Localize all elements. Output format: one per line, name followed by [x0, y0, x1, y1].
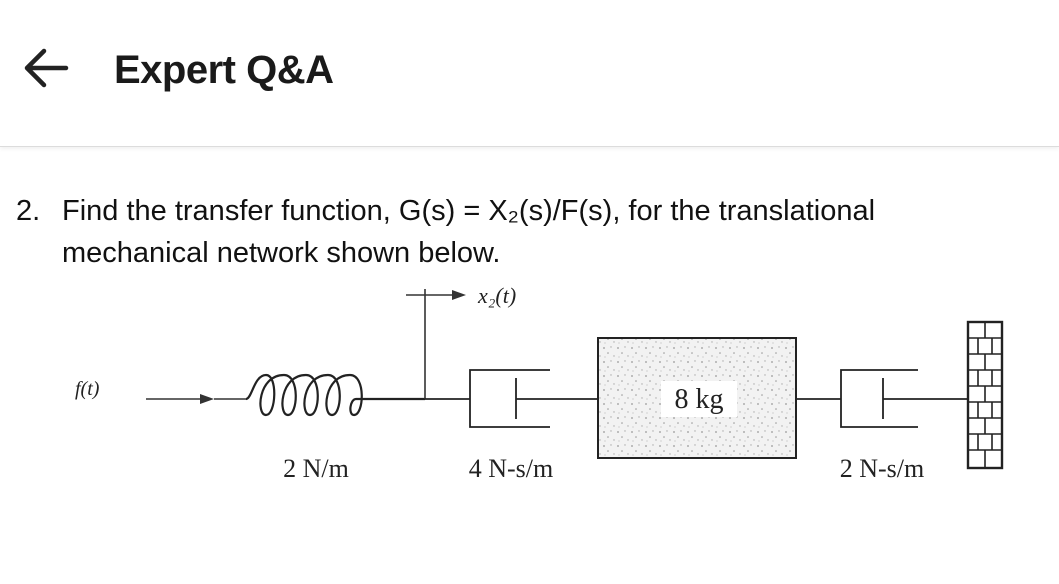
displacement-arrow	[406, 290, 466, 300]
force-arrow	[146, 394, 214, 404]
spring-label: 2 N/m	[283, 454, 349, 483]
arrow-left-icon	[24, 48, 69, 88]
question-number: 2.	[16, 195, 41, 227]
back-button[interactable]	[18, 40, 74, 96]
app-bar: Expert Q&A	[0, 0, 1059, 147]
question-line-1: 2. Find the transfer function, G(s) = X₂(…	[16, 190, 1046, 232]
question-line-2: mechanical network shown below.	[62, 237, 501, 269]
spring	[245, 373, 425, 417]
fixed-wall	[966, 320, 1004, 470]
force-label: f(t)	[75, 378, 100, 400]
page-title: Expert Q&A	[114, 48, 334, 92]
question-text: 2. Find the transfer function, G(s) = X₂(…	[16, 190, 1046, 274]
damper-2-label: 2 N-s/m	[840, 454, 925, 483]
mass-label: 8 kg	[675, 384, 724, 415]
question-line-1-text: Find the transfer function, G(s) = X₂(s)…	[62, 195, 876, 227]
damper-1	[425, 369, 598, 428]
damper-1-label: 4 N-s/m	[469, 454, 554, 483]
mass-label-bg	[661, 381, 737, 417]
damper-2	[796, 369, 968, 428]
mechanical-network-diagram: f(t) x₂(t) 8 kg	[75, 283, 1004, 483]
displacement-label: x₂(t)	[477, 283, 516, 308]
